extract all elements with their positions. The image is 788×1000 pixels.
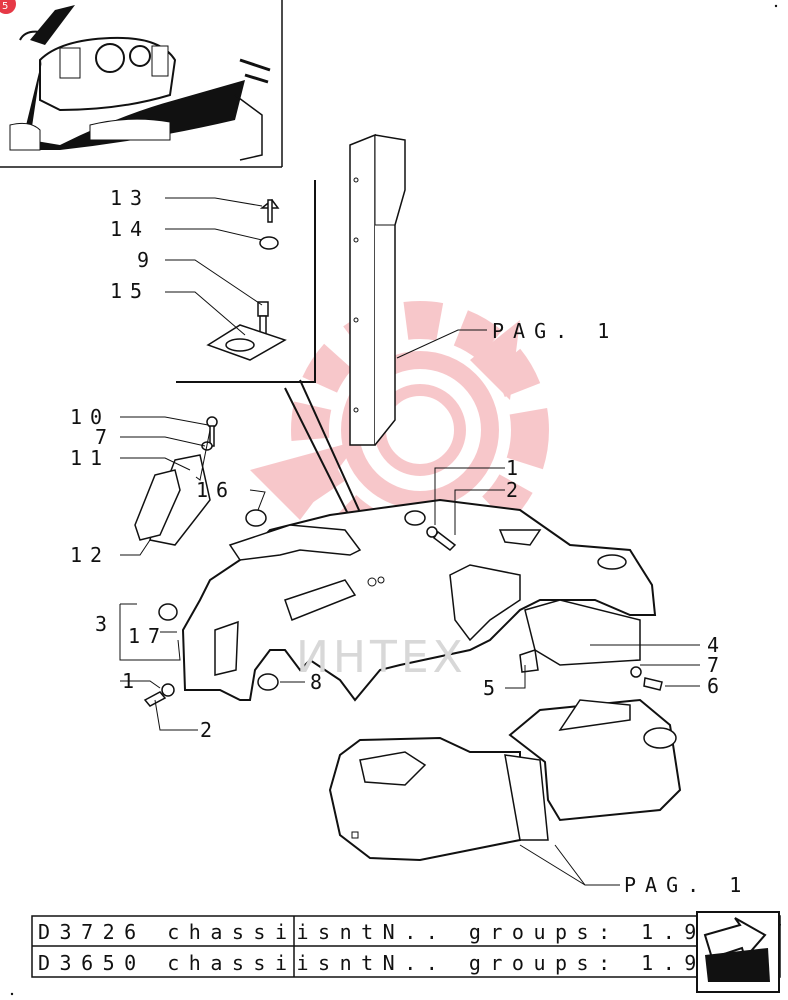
callout-1-lower: 1	[122, 669, 142, 693]
callout-labels: 13 14 9 15 10 7 11 16 12 1 2 3 17 1 8 2 …	[70, 186, 727, 742]
callout-10: 10	[70, 405, 110, 429]
callout-16: 16	[196, 478, 236, 502]
callout-14: 14	[110, 217, 150, 241]
callout-4: 4	[707, 633, 727, 657]
callout-6: 6	[707, 674, 727, 698]
callout-17: 17	[128, 624, 168, 648]
info-table: D3726 chassiisntN.. groups: 1.93.071 D36…	[31, 915, 788, 978]
callout-12: 12	[70, 543, 110, 567]
info-table-row-1: D3726 chassiisntN.. groups: 1.93.071	[38, 920, 788, 944]
corner-mark-icon: 5	[0, 0, 16, 14]
callout-8: 8	[310, 670, 330, 694]
leader-lines	[119, 197, 700, 886]
watermark-text: ИНТЕХ	[296, 632, 467, 683]
next-page-arrow-icon[interactable]	[696, 911, 780, 993]
callout-7-lower: 7	[707, 653, 727, 677]
callout-7-upper: 7	[95, 425, 115, 449]
callout-9: 9	[137, 248, 157, 272]
inset-cab-view	[0, 0, 283, 168]
callout-2-upper: 2	[506, 478, 526, 502]
corner-mark-text: 5	[2, 1, 8, 12]
cab-pillar	[349, 133, 406, 446]
bolts-lower	[143, 526, 663, 707]
lower-console	[328, 698, 682, 862]
dashboard-housing	[181, 498, 657, 702]
callout-11: 11	[70, 446, 110, 470]
small-parts-upper	[206, 198, 287, 361]
info-table-row-2: D3650 chassiisntN.. groups: 1.95.3.	[38, 951, 788, 975]
callout-1-upper: 1	[506, 456, 526, 480]
callout-2-lower: 2	[200, 718, 220, 742]
page-reference-bottom: PAG. 1	[624, 873, 750, 897]
page-reference-top: PAG. 1	[492, 319, 618, 343]
callout-13: 13	[110, 186, 150, 210]
callout-3: 3	[95, 612, 115, 636]
callout-15: 15	[110, 279, 150, 303]
callout-5: 5	[483, 676, 503, 700]
